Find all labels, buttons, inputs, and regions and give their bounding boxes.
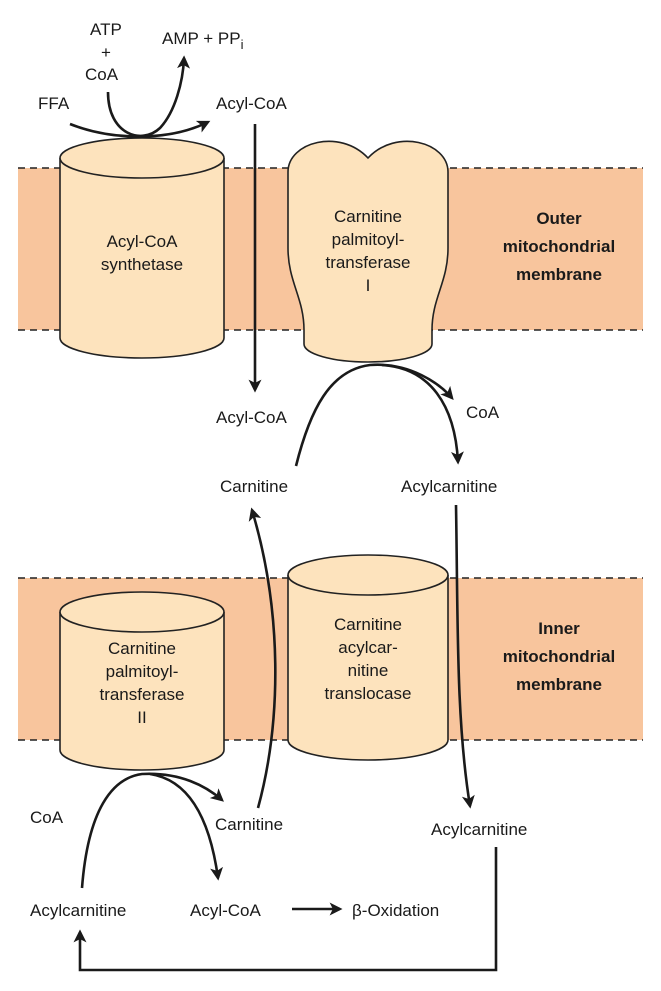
atp-to-amp-arrow	[106, 55, 191, 138]
acylcarnitine-bottom-left-label: Acylcarnitine	[30, 901, 126, 920]
acylcarnitine-import-arrow	[454, 504, 475, 809]
carnitine-export-arrow	[248, 507, 277, 809]
acyl-coa-mid-label: Acyl-CoA	[216, 408, 288, 427]
beta-oxidation-label: β-Oxidation	[352, 901, 439, 920]
cpt2-label-2: palmitoyl-	[106, 662, 179, 681]
cpt1-to-acylcarnitine-arrow	[381, 363, 464, 465]
amp-ppi-label: AMP + PPi	[162, 29, 244, 52]
ffa-to-acyl-coa-arrow	[69, 120, 211, 138]
plus-label: +	[101, 43, 111, 62]
carnitine-bottom-label: Carnitine	[215, 815, 283, 834]
svg-text:mitochondrial: mitochondrial	[503, 237, 615, 256]
svg-text:membrane: membrane	[516, 265, 602, 284]
svg-text:mitochondrial: mitochondrial	[503, 647, 615, 666]
acyl-coa-synthetase-protein: Acyl-CoA synthetase	[59, 137, 225, 359]
svg-text:Inner: Inner	[538, 619, 580, 638]
coa-bottom-label: CoA	[30, 808, 64, 827]
ffa-label: FFA	[38, 94, 70, 113]
acylcarnitine-bottom-right-label: Acylcarnitine	[431, 820, 527, 839]
cpt2-label-1: Carnitine	[108, 639, 176, 658]
cpt2-label-3: transferase	[99, 685, 184, 704]
carnitine-to-cpt1-arrow	[294, 363, 454, 467]
acyl-coa-bottom-label: Acyl-CoA	[190, 901, 262, 920]
inner-membrane-label: Inner mitochondrial membrane	[503, 619, 615, 694]
cpt2-protein: Carnitine palmitoyl- transferase II	[59, 591, 225, 771]
acylcarnitine-mid-label: Acylcarnitine	[401, 477, 497, 496]
translocase-label-2: acylcar-	[338, 638, 398, 657]
acylcarnitine-to-cpt2-arrow	[80, 772, 224, 889]
cpt2-label-4: II	[137, 708, 146, 727]
translocase-protein: Carnitine acylcar- nitine translocase	[287, 554, 449, 761]
cpt1-label-3: transferase	[325, 253, 410, 272]
svg-text:membrane: membrane	[516, 675, 602, 694]
carnitine-mid-label: Carnitine	[220, 477, 288, 496]
acyl-coa-synthetase-label-1: Acyl-CoA	[107, 232, 179, 251]
outer-membrane-label: Outer mitochondrial membrane	[503, 209, 615, 284]
translocase-label-4: translocase	[325, 684, 412, 703]
atp-label: ATP	[90, 20, 122, 39]
acyl-coa-synthetase-label-2: synthetase	[101, 255, 183, 274]
coa-mid-label: CoA	[466, 403, 500, 422]
cpt1-label-4: I	[366, 276, 371, 295]
translocase-label-3: nitine	[348, 661, 389, 680]
cpt1-label-1: Carnitine	[334, 207, 402, 226]
acyl-coa-top-label: Acyl-CoA	[216, 94, 288, 113]
cpt2-to-acyl-coa-arrow	[149, 772, 224, 881]
cpt1-label-2: palmitoyl-	[332, 230, 405, 249]
return-loop-arrow	[73, 847, 498, 972]
coa-top-label: CoA	[85, 65, 119, 84]
translocase-label-1: Carnitine	[334, 615, 402, 634]
cpt1-protein: Carnitine palmitoyl- transferase I	[287, 140, 449, 363]
svg-text:Outer: Outer	[536, 209, 582, 228]
